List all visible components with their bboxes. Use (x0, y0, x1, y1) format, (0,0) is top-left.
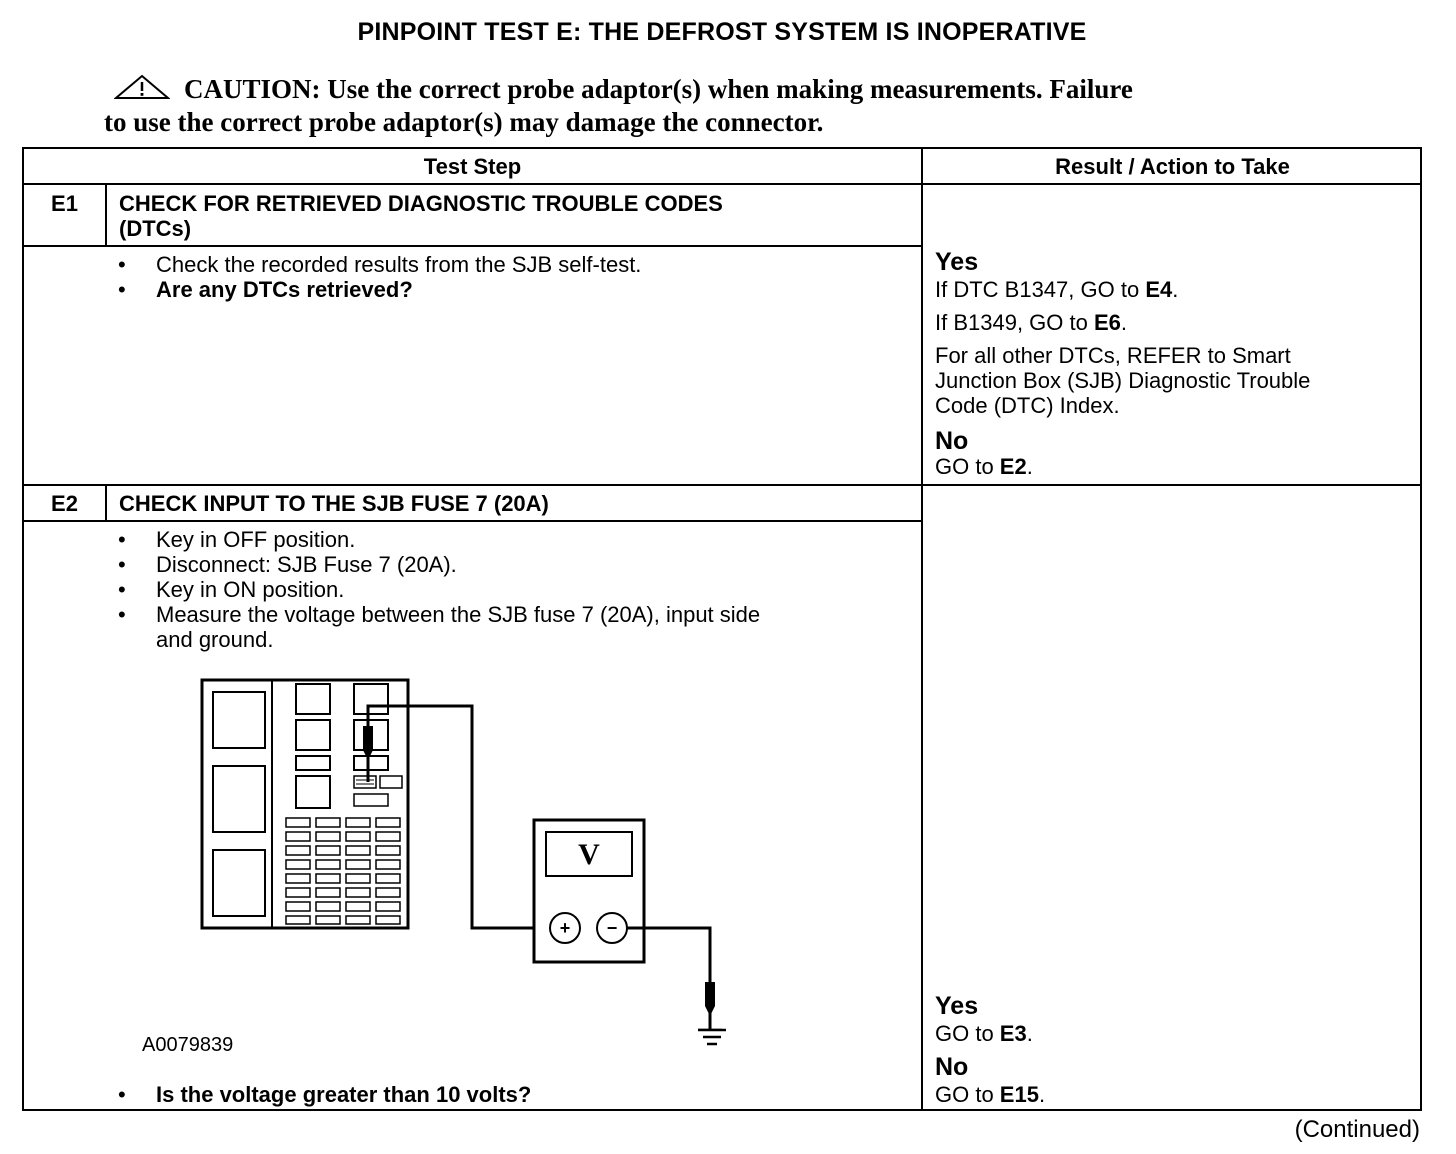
bullet-icon: • (118, 602, 126, 627)
wiring-diagram-svg: V + − (200, 678, 722, 1032)
e1-refer-2: Junction Box (SJB) Diagnostic Trouble (935, 368, 1311, 393)
header-test-step: Test Step (423, 154, 522, 179)
e1-heading-1: CHECK FOR RETRIEVED DIAGNOSTIC TROUBLE C… (119, 191, 723, 216)
e1-yes-2: If B1349, GO to E6. (935, 310, 1128, 335)
fuse-voltmeter-diagram: V + − (130, 670, 770, 1035)
e1-yes-1-ref: E4 (1145, 277, 1173, 302)
bullet-icon: • (118, 252, 126, 277)
e1-yes-2-ref: E6 (1093, 310, 1121, 335)
continued-note: (Continued) (1294, 1116, 1420, 1143)
e2-step-1: Key in OFF position. (156, 527, 356, 552)
e1-refer-1: For all other DTCs, REFER to Smart (935, 343, 1291, 368)
e1-no-label: No (935, 427, 969, 455)
bullet-icon: • (118, 277, 126, 302)
caution-line-1: CAUTION: Use the correct probe adaptor(s… (104, 74, 1304, 107)
e1-step-1: Check the recorded results from the SJB … (156, 252, 642, 277)
plus-terminal-label: + (560, 918, 571, 938)
e2-step-4a: Measure the voltage between the SJB fuse… (156, 602, 761, 627)
e1-id-divider (105, 185, 107, 247)
e2-no-action: GO to E15. (935, 1082, 1046, 1107)
e1-no-action: GO to E2. (935, 454, 1033, 479)
figure-id: A0079839 (142, 1034, 234, 1056)
e2-question: Is the voltage greater than 10 volts? (156, 1082, 532, 1107)
e2-step-id: E2 (51, 491, 78, 516)
negative-lead (627, 926, 712, 1030)
ground-symbol-icon (698, 1028, 726, 1046)
e1-step-2: Are any DTCs retrieved? (156, 277, 413, 302)
e1-heading-rule (24, 245, 921, 247)
bullet-icon: • (118, 1082, 126, 1107)
e2-yes-ref: E3 (999, 1021, 1027, 1046)
e2-step-4b: and ground. (156, 627, 274, 652)
bullet-icon: • (118, 552, 126, 577)
e1-no-ref: E2 (999, 454, 1027, 479)
e1-heading-2: (DTCs) (119, 216, 192, 241)
header-result: Result / Action to Take (1055, 154, 1290, 179)
warning-triangle-icon (113, 74, 171, 107)
e2-yes-label: Yes (935, 992, 979, 1020)
e1-e2-rule (24, 484, 1422, 486)
header-rule (24, 183, 1422, 185)
bullet-icon: • (118, 577, 126, 602)
e2-yes-action: GO to E3. (935, 1021, 1033, 1046)
column-divider (921, 149, 923, 1111)
voltmeter-body (532, 818, 646, 964)
e2-step-2: Disconnect: SJB Fuse 7 (20A). (156, 552, 457, 577)
e2-heading: CHECK INPUT TO THE SJB FUSE 7 (20A) (119, 491, 549, 516)
e2-heading-rule (24, 520, 921, 522)
page-title: PINPOINT TEST E: THE DEFROST SYSTEM IS I… (357, 18, 1087, 46)
minus-terminal-label: − (607, 918, 618, 938)
pinpoint-test-table: Test Step Result / Action to Take E1 CHE… (22, 147, 1422, 1111)
e1-refer-3: Code (DTC) Index. (935, 393, 1120, 418)
fuse-box-outline (200, 678, 410, 930)
caution-note: CAUTION: Use the correct probe adaptor(s… (104, 74, 1304, 138)
bullet-icon: • (118, 527, 126, 552)
e1-step-id: E1 (51, 191, 78, 216)
e1-yes-label: Yes (935, 248, 979, 276)
e2-no-label: No (935, 1053, 969, 1081)
e2-no-ref: E15 (999, 1082, 1039, 1107)
caution-text-2: to use the correct probe adaptor(s) may … (104, 107, 824, 137)
positive-lead (366, 704, 534, 930)
e2-id-divider (105, 485, 107, 521)
e1-yes-1: If DTC B1347, GO to E4. (935, 277, 1179, 302)
positive-probe-icon (363, 726, 373, 760)
caution-text-1: CAUTION: Use the correct probe adaptor(s… (184, 74, 1133, 104)
meter-symbol: V (578, 838, 600, 871)
negative-probe-icon (705, 982, 715, 1016)
e2-step-3: Key in ON position. (156, 577, 345, 602)
